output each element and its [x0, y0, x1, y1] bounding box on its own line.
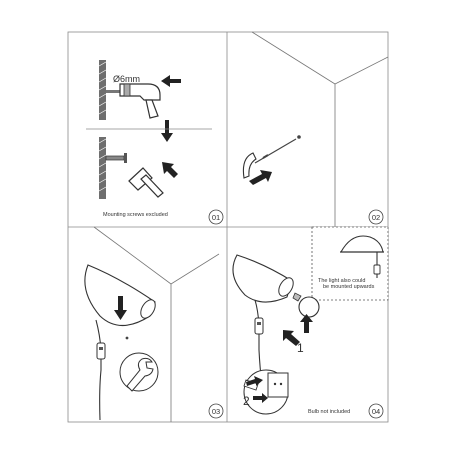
upward-lamp-icon	[340, 235, 384, 278]
mount-upwards-note-line1: The light also could	[318, 278, 365, 284]
step-number: 04	[372, 407, 380, 416]
arrow-up-icon	[300, 314, 313, 333]
lamp-shade-icon	[232, 254, 294, 303]
push-arrow-icon	[161, 75, 181, 87]
step-number: 01	[212, 213, 220, 222]
mount-hole	[125, 336, 129, 340]
step-number-badge	[368, 403, 384, 419]
arrow-down-icon	[161, 120, 173, 142]
panel-01: Ø6mm Mounting screws excluded 01	[86, 60, 224, 225]
cable-switch-icon	[95, 319, 106, 421]
step-label-2: 2	[243, 394, 250, 408]
bulb-not-included-caption: Bulb not included	[308, 409, 350, 415]
arrow-up-right-icon	[249, 170, 272, 185]
drill-icon	[106, 83, 161, 119]
wall-lower	[99, 137, 106, 199]
step-number-badge	[208, 209, 224, 225]
wall-corner-lines	[93, 226, 220, 285]
wrench-icon	[126, 357, 154, 392]
wall-corner-lines	[251, 31, 389, 85]
step-label-1: 1	[297, 341, 304, 355]
step-number-badge	[368, 209, 384, 225]
drill-size-label: Ø6mm	[113, 74, 140, 84]
arrow-up-left-icon	[283, 330, 300, 346]
screw-icon	[254, 135, 301, 164]
step-number: 02	[372, 213, 380, 222]
arrow-up-left-icon	[162, 162, 178, 178]
step-number: 03	[212, 407, 220, 416]
wall-upper	[99, 60, 106, 120]
caption-mounting-screws: Mounting screws excluded	[103, 212, 168, 218]
arrow-right-icon	[253, 393, 268, 403]
lamp-shade-icon	[84, 264, 156, 327]
hammer-icon	[128, 167, 164, 198]
bracket-icon	[242, 152, 257, 179]
panel-04: The light also could be mounted upwards …	[232, 226, 389, 419]
panel-03: 03	[84, 226, 224, 422]
panel-02: 02	[242, 31, 389, 227]
bulb-icon	[292, 292, 320, 318]
wall-plug-icon	[105, 153, 127, 163]
wall-socket-icon	[267, 372, 289, 398]
mount-upwards-note-line2: be mounted upwards	[323, 284, 375, 290]
arrow-right-icon	[246, 376, 263, 386]
arrow-down-icon	[114, 296, 127, 320]
step-number-badge	[208, 403, 224, 419]
